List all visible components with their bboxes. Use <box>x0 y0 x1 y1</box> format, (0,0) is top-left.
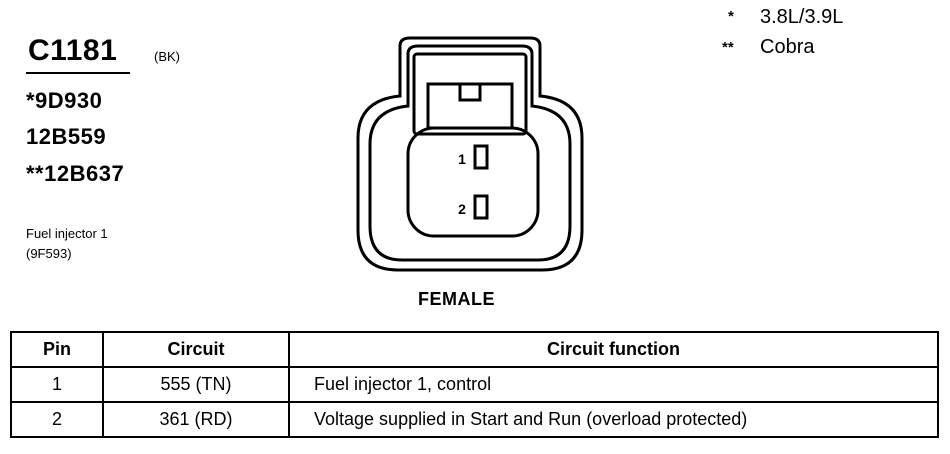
part-number: 12B559 <box>26 124 107 149</box>
connector-color-code: (BK) <box>154 49 180 64</box>
legend-label: 3.8L/3.9L <box>760 6 844 28</box>
pin-table: Pin Circuit Circuit function 1 555 (TN) … <box>10 331 939 438</box>
pin-cell: 2 <box>10 401 104 438</box>
part-number: *9D930 <box>26 88 103 113</box>
legend-label: Cobra <box>760 36 815 58</box>
pin-2-cavity <box>473 194 489 220</box>
connector-outer-housing <box>356 36 584 272</box>
circuit-cell: 361 (RD) <box>102 401 290 438</box>
column-header-circuit: Circuit <box>102 331 290 368</box>
column-header-circuit-function: Circuit function <box>288 331 939 368</box>
legend-mark: ** <box>722 39 734 56</box>
column-header-pin: Pin <box>10 331 104 368</box>
connector-inner-housing <box>368 44 572 262</box>
circuit-function-cell: Voltage supplied in Start and Run (overl… <box>288 401 939 438</box>
pin-2-label: 2 <box>458 201 466 217</box>
connector-view-label: FEMALE <box>418 289 495 309</box>
component-code: (9F593) <box>26 246 72 261</box>
terminal-body <box>406 126 540 238</box>
connector-id-underline <box>26 72 130 74</box>
part-number: **12B637 <box>26 161 125 186</box>
table-row: 2 361 (RD) Voltage supplied in Start and… <box>10 401 939 438</box>
table-header-row: Pin Circuit Circuit function <box>10 331 939 368</box>
pin-1-cavity <box>473 144 489 170</box>
locking-tab-notch <box>458 84 482 102</box>
connector-face-diagram: 1 2 <box>356 36 584 272</box>
table-row: 1 555 (TN) Fuel injector 1, control <box>10 366 939 403</box>
locking-tab-frame <box>412 52 528 136</box>
circuit-function-cell: Fuel injector 1, control <box>288 366 939 403</box>
circuit-cell: 555 (TN) <box>102 366 290 403</box>
connector-id: C1181 <box>28 34 118 67</box>
pin-cell: 1 <box>10 366 104 403</box>
pin-1-label: 1 <box>458 151 466 167</box>
locking-tab <box>426 82 514 130</box>
connector-description: Fuel injector 1 <box>26 226 108 241</box>
legend-mark: * <box>728 8 734 25</box>
